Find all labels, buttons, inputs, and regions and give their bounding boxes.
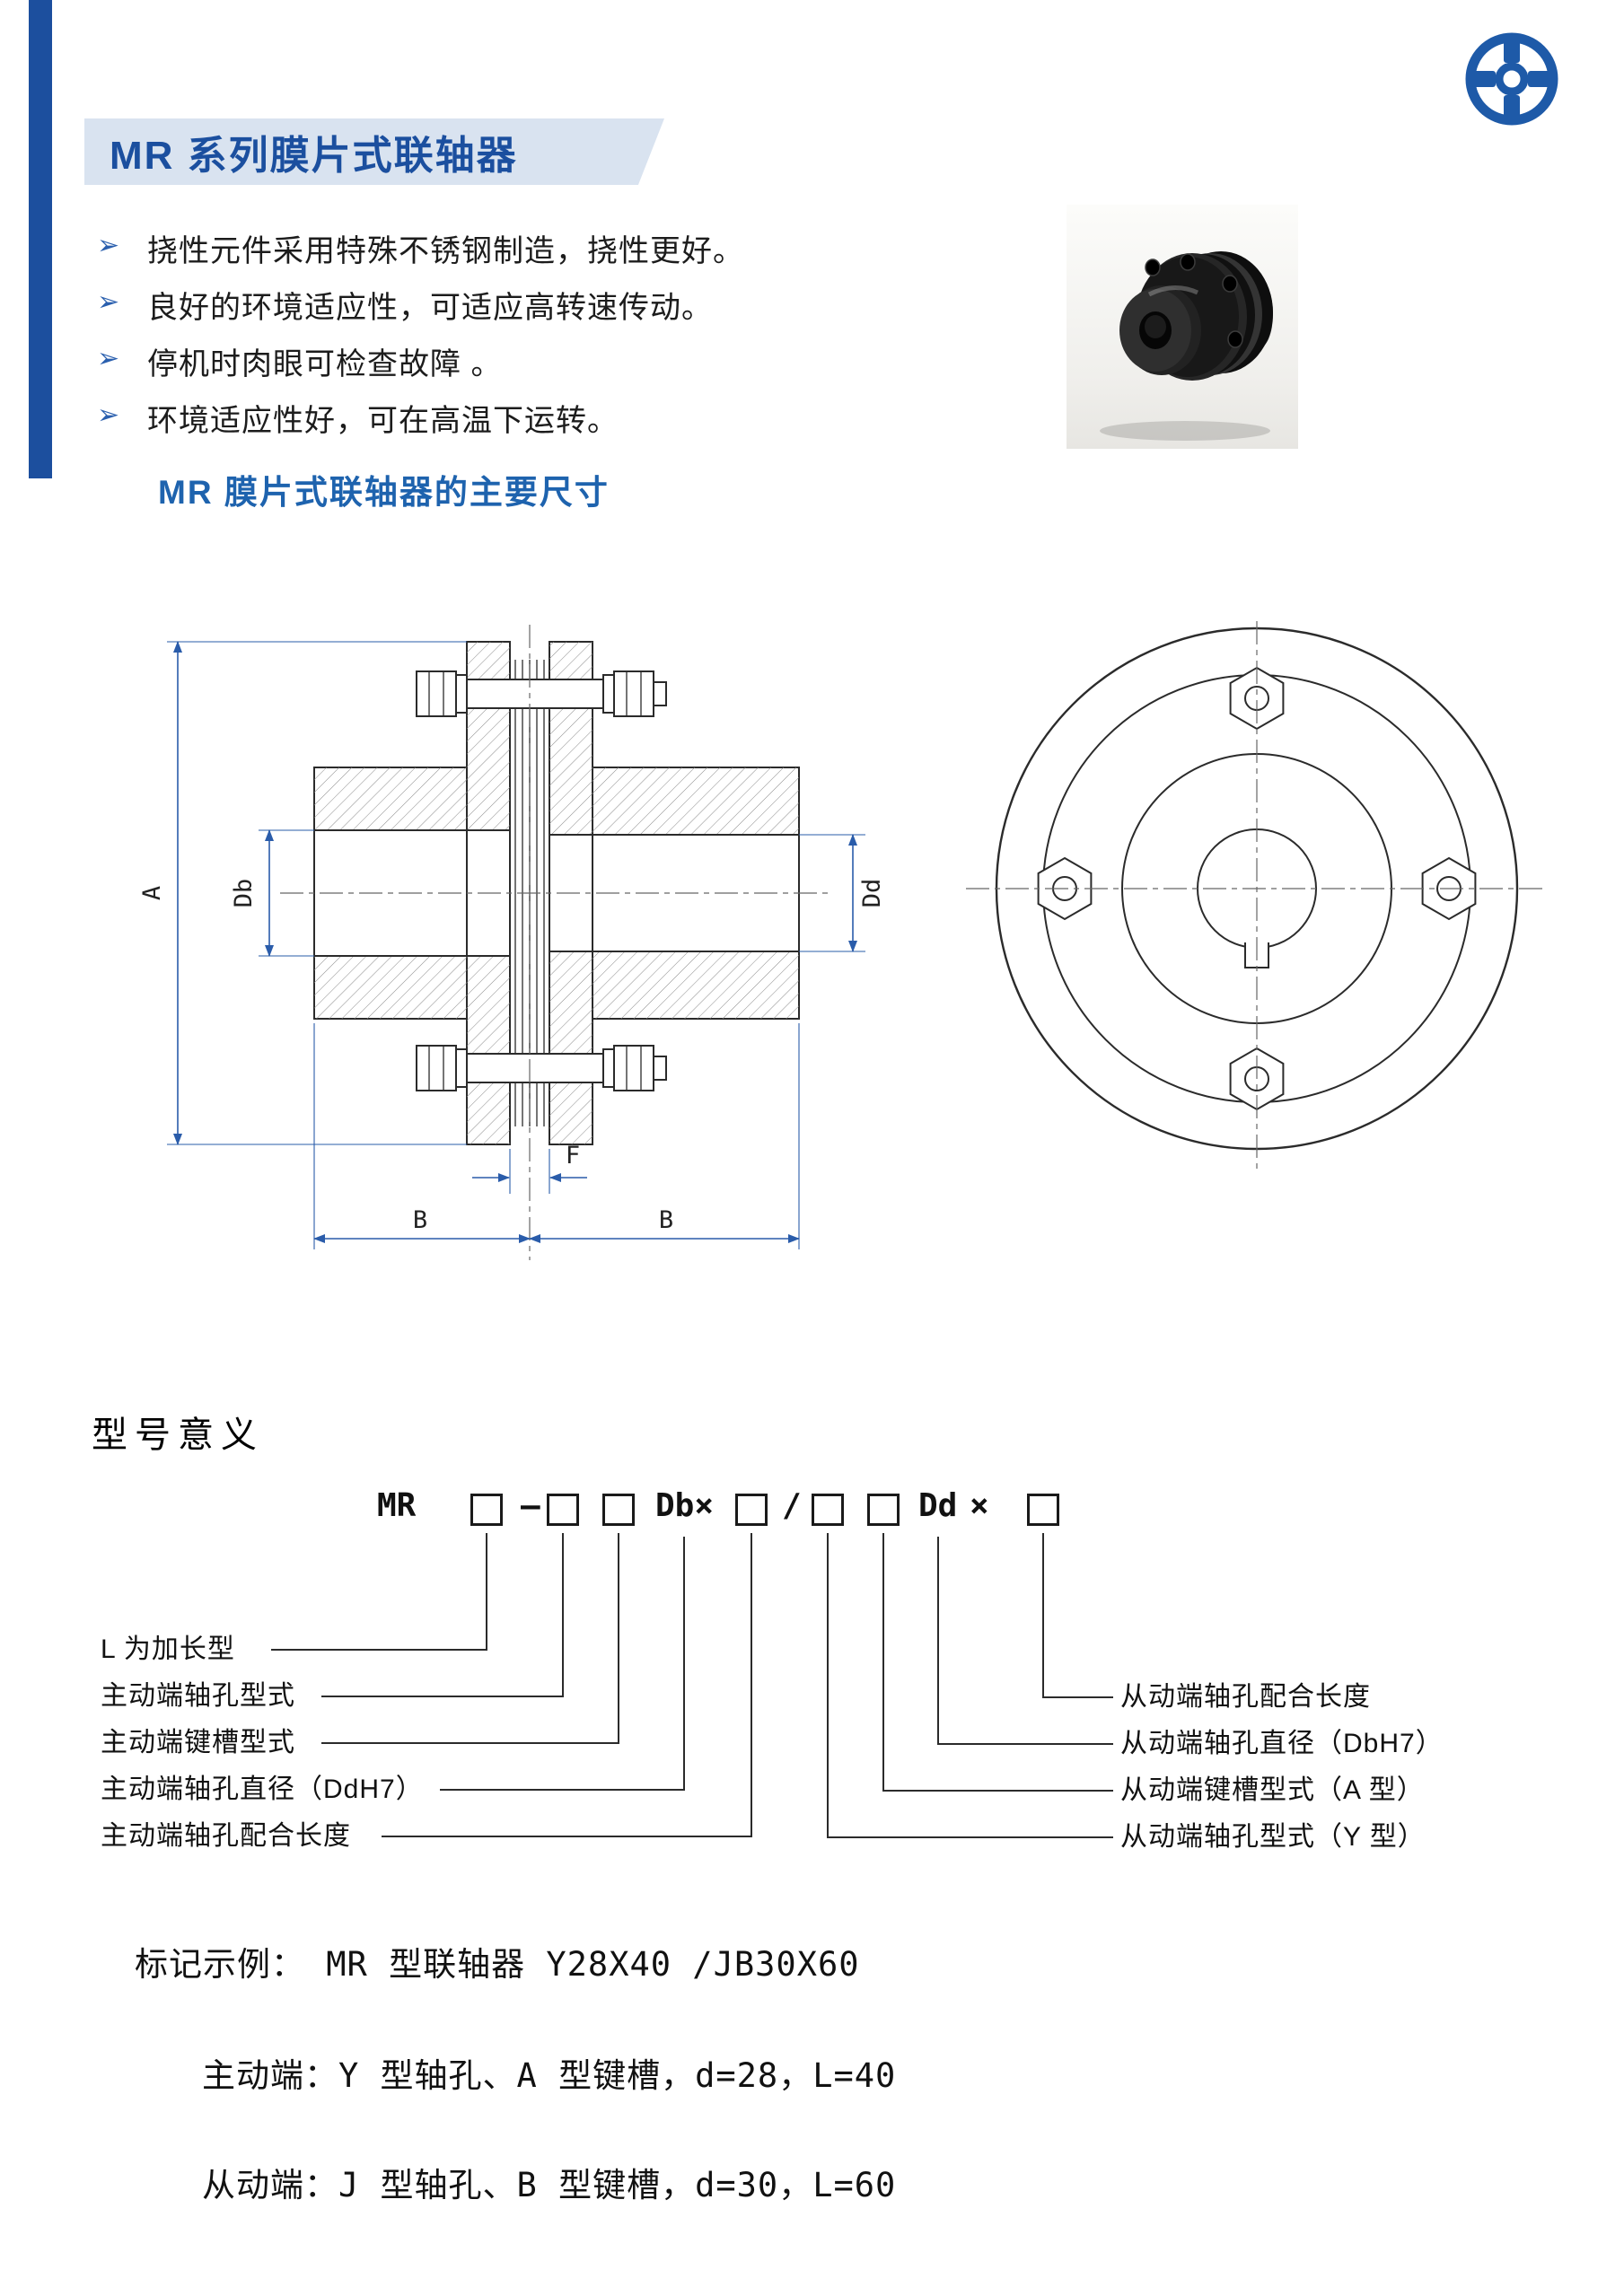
dim-dd: Dd <box>799 834 886 952</box>
feature-text: 良好的环境适应性，可适应高转速传动。 <box>147 291 713 325</box>
model-label-driven-key: 从动端键槽型式（A 型） <box>1120 1775 1425 1805</box>
dim-label-dd: Dd <box>858 879 886 908</box>
feature-item: ➢ 良好的环境适应性，可适应高转速传动。 <box>97 283 995 339</box>
dim-label-db: Db <box>230 879 258 908</box>
feature-item: ➢ 停机时肉眼可检查故障 。 <box>97 339 995 396</box>
arrow-bullet-icon: ➢ <box>97 287 120 317</box>
feature-text: 挠性元件采用特殊不锈钢制造，挠性更好。 <box>147 234 744 268</box>
feature-list: ➢ 挠性元件采用特殊不锈钢制造，挠性更好。 ➢ 良好的环境适应性，可适应高转速传… <box>97 226 995 452</box>
model-box-driven-length <box>1027 1494 1059 1526</box>
title-banner: MR 系列膜片式联轴器 <box>84 118 664 185</box>
example-drive-line: 主动端：Y 型轴孔、A 型键槽，d=28，L=40 <box>202 2056 897 2095</box>
dim-b: B B <box>313 1023 800 1249</box>
model-designation-diagram: MR – Db× / Dd × L 为加长型 主动端轴孔型式 主动端键槽型式 主… <box>81 1463 1553 1885</box>
page-title: MR 系列膜片式联轴器 <box>110 134 518 178</box>
dim-a: A <box>138 641 467 1145</box>
front-view <box>966 621 1548 1174</box>
model-label-driven-length: 从动端轴孔配合长度 <box>1120 1682 1371 1712</box>
model-label-driven-dia: 从动端轴孔直径（DbH7） <box>1120 1729 1444 1758</box>
model-section-heading: 型号意义 <box>92 1415 264 1455</box>
model-code-slash: / <box>782 1487 802 1524</box>
side-view: A Db Dd F <box>138 625 886 1260</box>
dim-f: F <box>472 1142 587 1194</box>
feature-item: ➢ 环境适应性好，可在高温下运转。 <box>97 396 995 452</box>
model-label-drive-length: 主动端轴孔配合长度 <box>101 1821 351 1851</box>
model-label-drive-dia: 主动端轴孔直径（DdH7） <box>101 1775 424 1804</box>
dim-db: Db <box>230 829 314 957</box>
dimension-drawing: A Db Dd F <box>138 621 1548 1260</box>
model-box-drive-bore-type <box>547 1494 579 1526</box>
dim-label-b-right: B <box>659 1206 673 1234</box>
model-code-dash: – <box>521 1487 540 1524</box>
model-box-driven-bore-type <box>812 1494 844 1526</box>
model-label-drive-key: 主动端键槽型式 <box>101 1728 295 1757</box>
model-label-length-type: L 为加长型 <box>101 1634 235 1664</box>
arrow-bullet-icon: ➢ <box>97 344 120 373</box>
connector-lines <box>271 1533 1113 1838</box>
coupling-photo-illustration <box>1100 251 1273 441</box>
section-subtitle: MR 膜片式联轴器的主要尺寸 <box>158 474 610 511</box>
model-code-dd: Dd <box>918 1487 958 1524</box>
dim-label-b-left: B <box>413 1206 427 1234</box>
model-label-drive-bore: 主动端轴孔型式 <box>101 1681 295 1711</box>
company-logo-icon <box>1465 32 1558 126</box>
left-accent-bar <box>29 0 52 478</box>
model-box-length-type <box>470 1494 503 1526</box>
dim-label-f: F <box>566 1142 580 1170</box>
model-box-driven-key-type <box>867 1494 900 1526</box>
product-photo <box>1067 205 1298 449</box>
feature-item: ➢ 挠性元件采用特殊不锈钢制造，挠性更好。 <box>97 226 995 283</box>
top-bolt <box>416 670 667 717</box>
feature-text: 环境适应性好，可在高温下运转。 <box>147 404 619 438</box>
example-driven-line: 从动端：J 型轴孔、B 型键槽，d=30，L=60 <box>202 2166 897 2204</box>
model-label-driven-bore: 从动端轴孔型式（Y 型） <box>1120 1822 1426 1852</box>
feature-text: 停机时肉眼可检查故障 。 <box>147 347 503 381</box>
model-code-prefix: MR <box>377 1487 417 1524</box>
model-box-drive-key-type <box>602 1494 635 1526</box>
arrow-bullet-icon: ➢ <box>97 400 120 430</box>
bottom-bolt <box>416 1045 667 1091</box>
dim-label-a: A <box>138 886 166 900</box>
model-code-db: Db× <box>655 1487 715 1524</box>
arrow-bullet-icon: ➢ <box>97 231 120 260</box>
model-box-drive-length <box>735 1494 768 1526</box>
model-code-times: × <box>970 1487 989 1524</box>
example-title-line: 标记示例： MR 型联轴器 Y28X40 /JB30X60 <box>135 1945 860 1984</box>
